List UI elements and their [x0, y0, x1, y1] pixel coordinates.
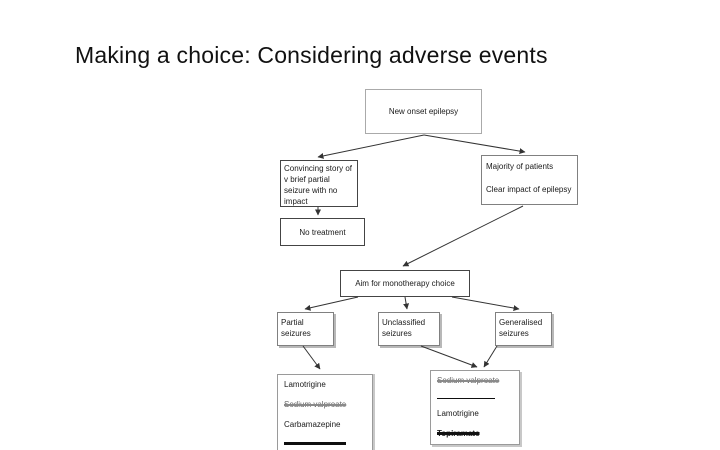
- drug-item: Lamotrigine: [284, 380, 326, 389]
- drug-item: Topiramate: [437, 429, 480, 438]
- flow-node-new-onset-epilepsy: New onset epilepsy: [365, 89, 482, 134]
- node-label: Convincing story of v brief partial seiz…: [284, 164, 353, 206]
- node-label: New onset epilepsy: [388, 107, 459, 116]
- drug-item: Carbamazepine: [284, 420, 341, 429]
- flow-node-partial-seizures: Partial seizures: [277, 312, 334, 346]
- flow-node-aim-for-monotherapy: Aim for monotherapy choice: [340, 270, 470, 297]
- drug-item-redacted: [437, 398, 495, 399]
- drug-item: Sodium valproate: [437, 376, 500, 385]
- slide-title: Making a choice: Considering adverse eve…: [75, 42, 548, 68]
- node-label: Generalised seizures: [499, 318, 543, 338]
- node-label-line1: Majority of patients: [486, 162, 554, 171]
- flow-node-convincing-story: Convincing story of v brief partial seiz…: [280, 160, 358, 207]
- drug-item-redacted: [284, 442, 346, 445]
- flow-node-unclassified-seizures: Unclassified seizures: [378, 312, 440, 346]
- drug-item: Sodium valproate: [284, 400, 347, 409]
- node-label-line2: Clear impact of epilepsy: [486, 185, 572, 194]
- flow-node-no-treatment: No treatment: [280, 218, 365, 246]
- flow-node-generalised-seizures: Generalised seizures: [495, 312, 552, 346]
- node-label: No treatment: [299, 227, 346, 237]
- drug-item: Lamotrigine: [437, 409, 479, 418]
- node-label: Aim for monotherapy choice: [355, 279, 455, 288]
- node-label: Partial seizures: [281, 318, 311, 338]
- flow-node-majority-of-patients: Majority of patients Clear impact of epi…: [481, 155, 578, 205]
- node-label: Unclassified seizures: [382, 318, 426, 338]
